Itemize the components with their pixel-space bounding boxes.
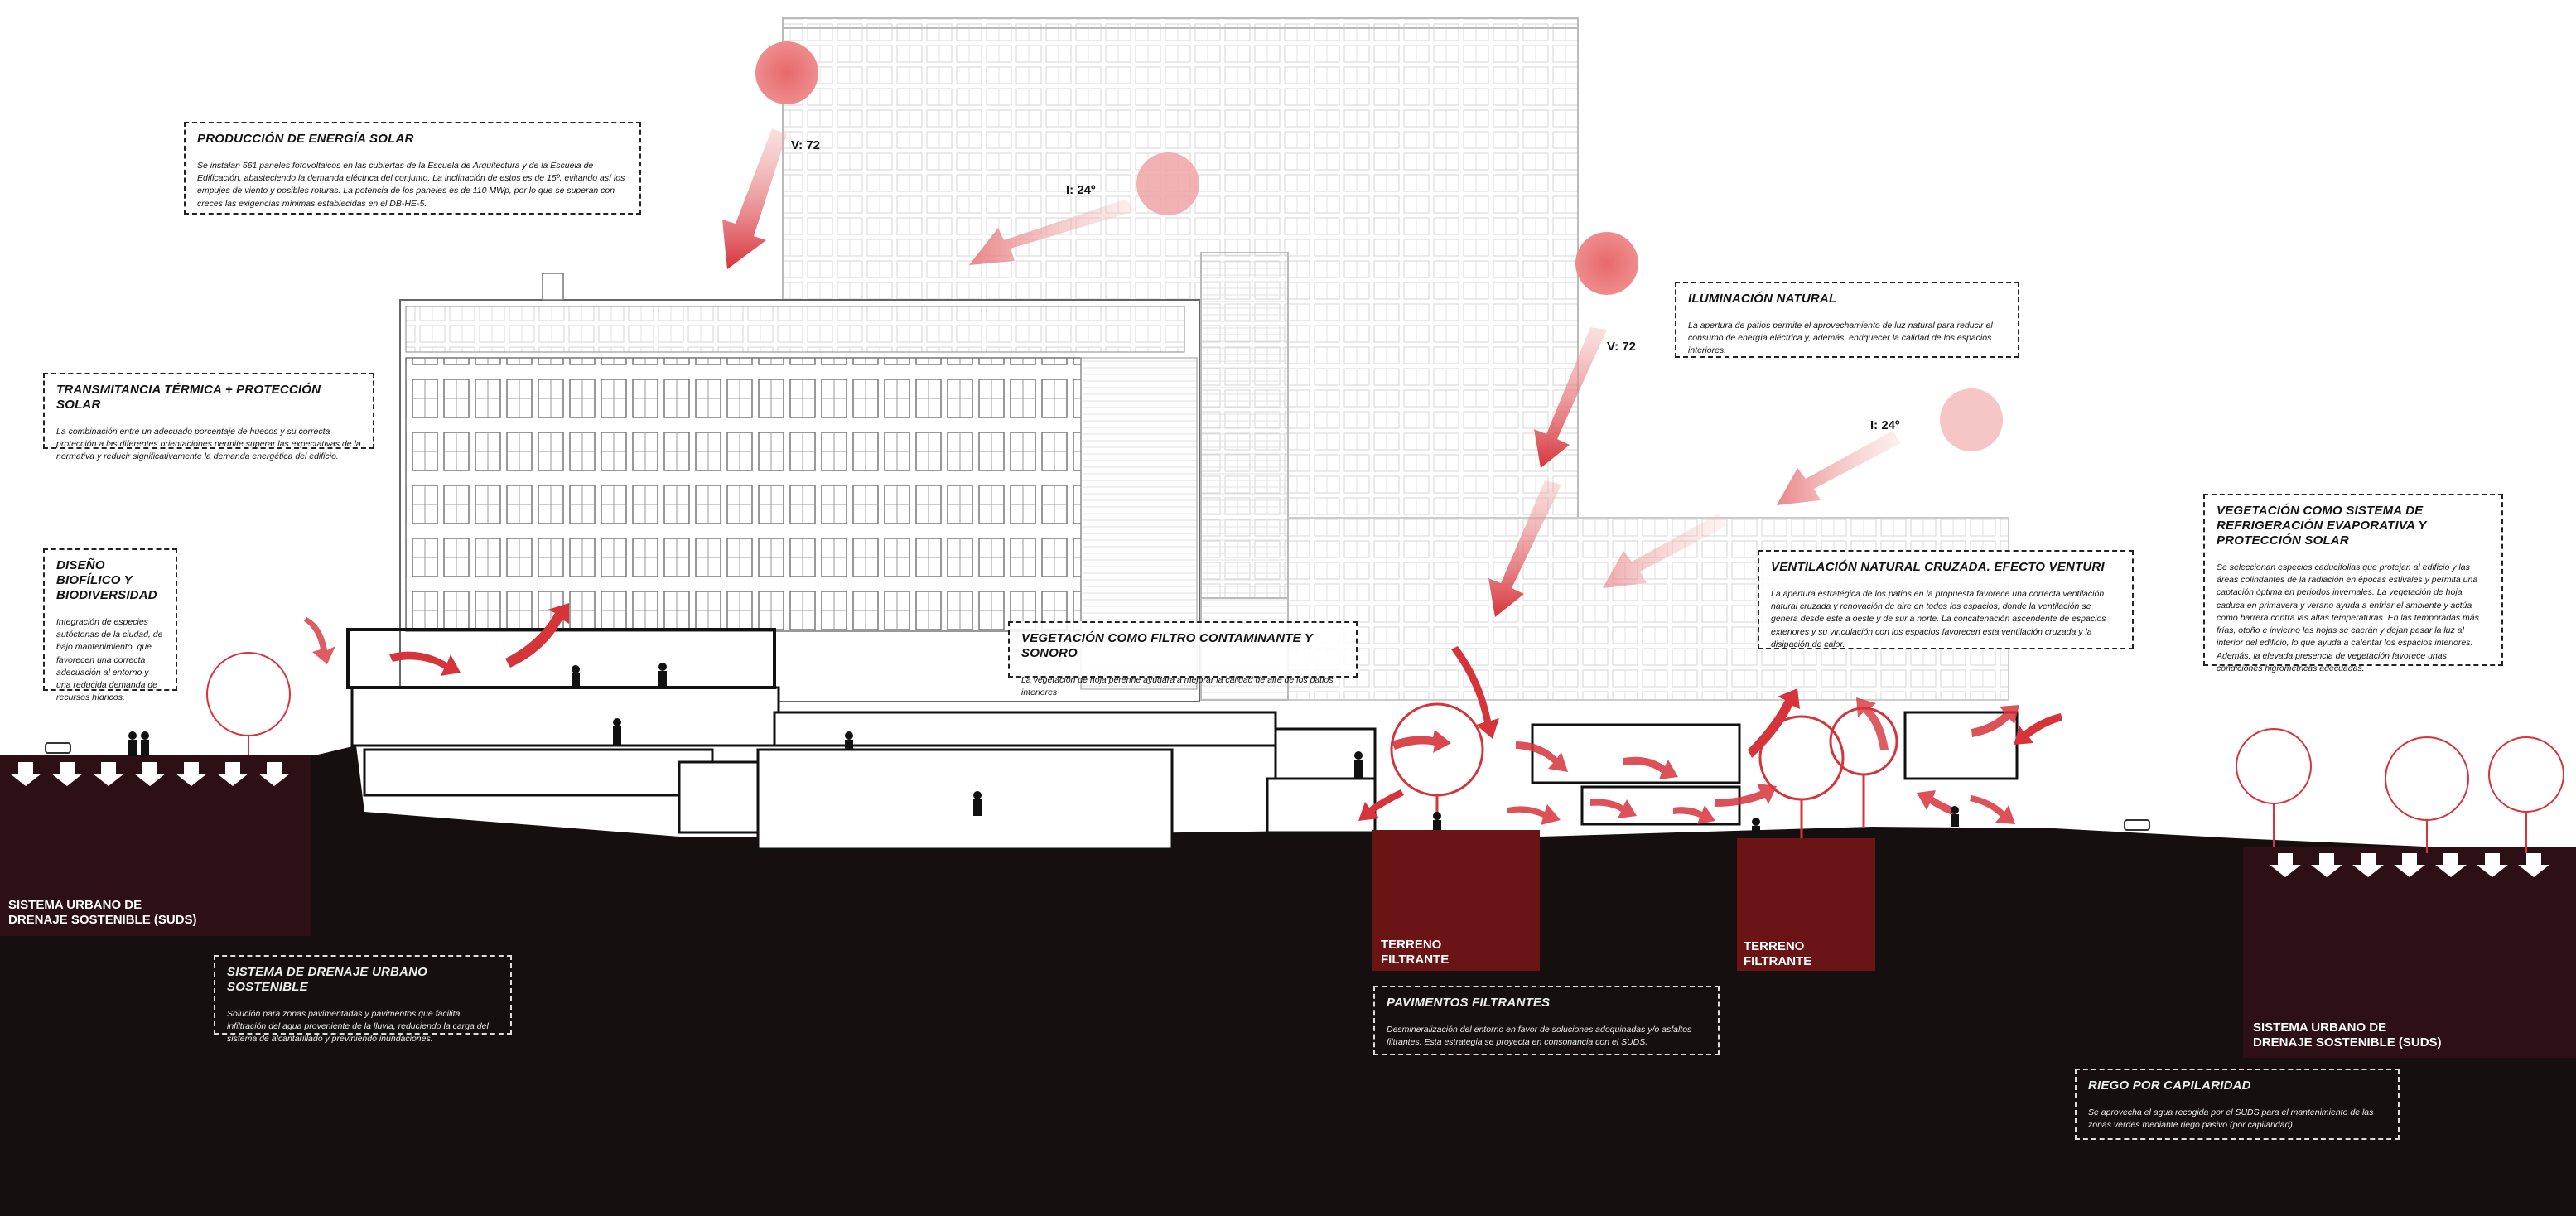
annotation-text: Integración de especies autóctonas de la…	[56, 617, 163, 703]
drainage-arrows-left	[10, 762, 290, 786]
filter-zone-1	[1372, 830, 1540, 971]
annotation-ventilation: VENTILACIÓN NATURAL CRUZADA. EFECTO VENT…	[1758, 550, 2134, 649]
sun-label-v2: V: 72	[1607, 340, 1636, 354]
filter-zone-1-label: TERRENO FILTRANTE	[1381, 938, 1450, 967]
person-icon	[141, 731, 149, 756]
car-icon	[2124, 819, 2150, 831]
car-icons	[45, 742, 2150, 831]
person-icon	[1951, 806, 1959, 827]
sun-label-v1: V: 72	[791, 138, 820, 152]
annotation-title: VENTILACIÓN NATURAL CRUZADA. EFECTO VENT…	[1771, 560, 2105, 574]
sun-arrow-2	[969, 199, 1135, 265]
tree-icon	[2385, 736, 2469, 853]
annotation-evaporative: VEGETACIÓN COMO SISTEMA DE REFRIGERACIÓN…	[2203, 494, 2503, 673]
wind-arrow	[2014, 713, 2062, 745]
annotation-pavements: PAVIMENTOS FILTRANTES Desmineralización …	[1373, 986, 1720, 1055]
annotation-title: DISEÑO BIOFÍLICO Y BIODIVERSIDAD	[56, 558, 157, 602]
wind-arrows	[304, 603, 2062, 825]
person-icon	[613, 718, 621, 745]
suds-left-label: SISTEMA URBANO DE DRENAJE SOSTENIBLE (SU…	[8, 898, 197, 927]
annotation-text: Solución para zonas pavimentadas y pavim…	[227, 1009, 489, 1045]
car-icon	[45, 742, 71, 754]
wind-arrow	[1392, 730, 1451, 753]
section-interiors	[346, 628, 2019, 851]
suds-zone-left	[0, 755, 311, 936]
annotation-thermal: TRANSMITANCIA TÉRMICA + PROTECCIÓN SOLAR…	[43, 373, 374, 461]
annotation-text: La apertura estratégica de los patios en…	[1771, 589, 2106, 649]
annotation-text: La combinación entre un adecuado porcent…	[56, 427, 361, 462]
people-silhouettes	[128, 663, 1959, 838]
annotation-text: Se aprovecha el agua recogida por el SUD…	[2088, 1107, 2374, 1131]
annotation-title: TRANSMITANCIA TÉRMICA + PROTECCIÓN SOLAR	[56, 383, 321, 412]
annotation-text: Se seleccionan especies caducifolias que…	[2217, 562, 2479, 673]
annotation-text: Desmineralización del entorno en favor d…	[1387, 1025, 1692, 1048]
annotation-solar-energy: PRODUCCIÓN DE ENERGÍA SOLAR Se instalan …	[184, 122, 641, 215]
annotation-text: La apertura de patios permite el aprovec…	[1688, 321, 1993, 356]
wind-arrow	[1451, 646, 1499, 739]
person-icon	[128, 731, 137, 756]
sun-labels: V: 72 I: 24º V: 72 I: 24º	[791, 138, 1900, 432]
sun-icon	[1136, 152, 1199, 215]
sun-icons	[755, 41, 2003, 451]
person-icon	[572, 665, 580, 688]
tree-icon	[1758, 715, 1845, 838]
suds-zone-right	[2243, 847, 2576, 1058]
annotation-lighting: ILUMINACIÓN NATURAL La apertura de patio…	[1675, 282, 2019, 358]
annotation-title: PAVIMENTOS FILTRANTES	[1387, 996, 1551, 1010]
suds-right-label: SISTEMA URBANO DE DRENAJE SOSTENIBLE (SU…	[2253, 1021, 2442, 1050]
sun-arrow-6	[1603, 514, 1727, 588]
person-icon	[1354, 751, 1363, 778]
filter-zone-2	[1737, 838, 1875, 971]
wind-arrow	[1358, 789, 1404, 821]
wind-arrow	[304, 617, 335, 664]
wind-arrow	[1623, 756, 1678, 779]
sun-label-i2: I: 24º	[1870, 418, 1900, 432]
sun-icon	[755, 41, 818, 104]
wind-arrow	[1970, 795, 2015, 824]
wind-arrow	[1971, 705, 2019, 737]
drainage-arrows-right	[2270, 853, 2549, 877]
sun-label-i1: I: 24º	[1066, 183, 1096, 197]
wind-arrow	[1516, 741, 1568, 772]
annotation-biophilic: DISEÑO BIOFÍLICO Y BIODIVERSIDAD Integra…	[43, 548, 177, 702]
wind-arrow	[1748, 688, 1800, 758]
annotation-suds: SISTEMA DE DRENAJE URBANO SOSTENIBLE Sol…	[214, 955, 512, 1044]
tree-icon	[206, 652, 291, 755]
annotation-title: PRODUCCIÓN DE ENERGÍA SOLAR	[197, 132, 414, 146]
person-icon	[1433, 812, 1441, 830]
wind-arrow	[505, 603, 569, 668]
filter-zone-2-label: TERRENO FILTRANTE	[1744, 939, 1812, 968]
person-icon	[658, 663, 667, 688]
wind-arrow	[1507, 804, 1561, 825]
sun-arrows	[722, 128, 1901, 617]
person-icon	[845, 731, 853, 750]
annotation-title: VEGETACIÓN COMO FILTRO CONTAMINANTE Y SO…	[1021, 631, 1313, 660]
tree-icon	[2488, 736, 2564, 853]
sun-arrow-4	[1488, 480, 1561, 617]
annotation-title: ILUMINACIÓN NATURAL	[1688, 292, 1837, 306]
wind-arrow	[1715, 784, 1777, 807]
annotation-irrigation: RIEGO POR CAPILARIDAD Se aprovecha el ag…	[2075, 1069, 2400, 1140]
annotation-text: La vegetación de hoja perenne ayudará a …	[1021, 675, 1334, 698]
wind-arrow	[1856, 697, 1889, 750]
annotation-title: SISTEMA DE DRENAJE URBANO SOSTENIBLE	[227, 965, 427, 994]
wind-arrow	[1590, 799, 1637, 818]
annotation-text: Se instalan 561 paneles fotovoltaicos en…	[197, 161, 625, 209]
sun-arrow-5	[1777, 431, 1901, 505]
annotation-title: RIEGO POR CAPILARIDAD	[2088, 1078, 2251, 1093]
person-icon	[1752, 818, 1760, 838]
tree-icon	[1390, 702, 1484, 830]
sun-icon	[1940, 388, 2003, 451]
person-icon	[973, 791, 982, 816]
annotation-title: VEGETACIÓN COMO SISTEMA DE REFRIGERACIÓN…	[2217, 504, 2427, 548]
sun-icon	[1575, 232, 1638, 295]
wind-arrow	[1673, 805, 1715, 824]
tree-icon	[2236, 728, 2312, 847]
annotation-vegetation-filter: VEGETACIÓN COMO FILTRO CONTAMINANTE Y SO…	[1008, 621, 1358, 697]
sun-arrow-3	[1534, 327, 1607, 468]
sun-arrow-1	[722, 128, 787, 269]
wind-arrow	[389, 651, 461, 676]
wind-arrow	[1917, 790, 1956, 816]
ground	[0, 746, 2576, 1216]
